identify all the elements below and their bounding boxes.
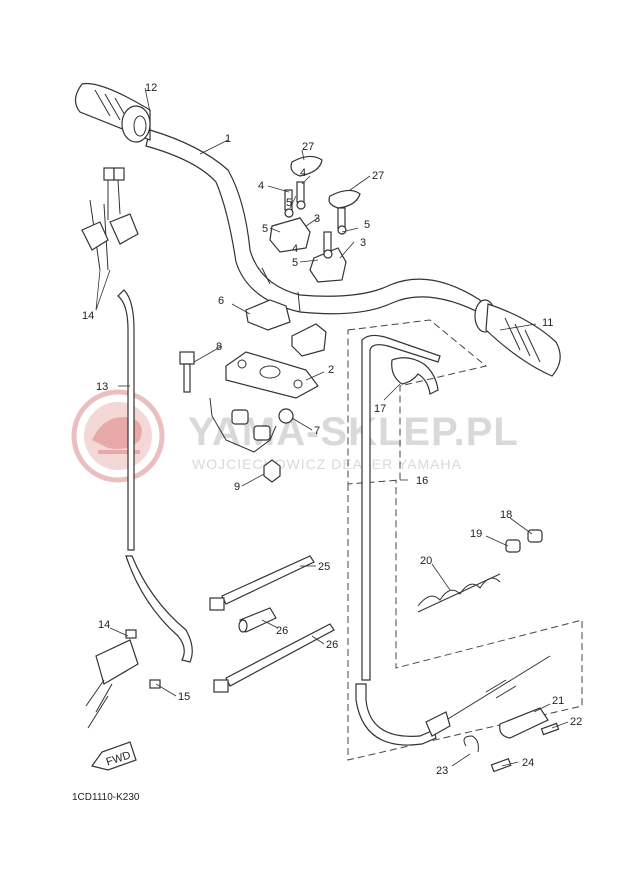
throttle-cable [81, 167, 193, 729]
clamp-20 [499, 707, 549, 739]
bolt-8 [179, 351, 195, 393]
callout-18: 19 [470, 528, 482, 540]
cable-tie-24 [209, 555, 315, 611]
leader-lines [95, 87, 569, 767]
inner-cable [429, 655, 551, 731]
nut-7 [278, 408, 294, 424]
bolt-23 [490, 757, 512, 773]
left-grip [74, 82, 151, 143]
callout-4-a: 4 [258, 180, 264, 192]
throttle-housing [391, 357, 439, 395]
callout-3-b: 3 [360, 237, 366, 249]
callout-8: 8 [216, 341, 222, 353]
callout-11: 12 [145, 82, 157, 94]
callout-3-a: 3 [314, 213, 320, 225]
callout-labels: 12 1 27 27 4 4 5 3 5 4 5 5 3 6 2 8 7 9 1… [82, 82, 582, 777]
callout-5-c: 5 [364, 219, 370, 231]
clip-22 [463, 735, 479, 753]
callout-7: 7 [314, 425, 320, 437]
watermark-subtext: WOJCIECHOWICZ DEALER YAMAHA [192, 456, 462, 472]
callout-4-c: 4 [292, 243, 298, 255]
callout-13: 14 [82, 310, 94, 322]
callout-23: 24 [522, 757, 534, 769]
cap-right [328, 189, 361, 209]
diagram-code: 1CD1110-K230 [72, 792, 140, 803]
lower-holders [245, 299, 327, 357]
spring-19 [417, 573, 501, 613]
handlebar-bracket [209, 351, 319, 453]
stopper-18 [505, 539, 521, 553]
callout-27-b: 27 [372, 170, 384, 182]
callout-5-b: 5 [262, 223, 268, 235]
callout-22: 23 [436, 765, 448, 777]
callout-2: 2 [328, 364, 334, 376]
fwd-arrow-icon: FWD [90, 741, 137, 771]
callout-24: 25 [318, 561, 330, 573]
bolt-21 [540, 722, 560, 736]
callout-27-a: 27 [302, 141, 314, 153]
callout-26: 26 [326, 639, 338, 651]
callout-1: 1 [225, 133, 231, 145]
cable-15 [355, 334, 441, 746]
callout-5-d: 5 [292, 257, 298, 269]
callout-4-b: 4 [300, 167, 306, 179]
right-grip [474, 299, 561, 377]
watermark-logo-icon [71, 389, 165, 483]
callout-17: 18 [500, 509, 512, 521]
callout-6: 6 [218, 295, 224, 307]
callout-10: 11 [542, 317, 553, 329]
callout-25: 26 [276, 625, 288, 637]
callout-5-a: 5 [286, 197, 292, 209]
cap-left [290, 155, 323, 177]
upper-holders [269, 181, 347, 283]
callout-20: 21 [552, 695, 564, 707]
callout-14-a: 14 [98, 619, 110, 631]
callout-9: 9 [234, 481, 240, 493]
stopper-17 [527, 529, 543, 543]
nut-9 [263, 459, 281, 483]
callout-14-b: 15 [178, 691, 190, 703]
callout-21: 22 [570, 716, 582, 728]
callout-15: 16 [416, 475, 428, 487]
callout-16: 17 [374, 403, 386, 415]
collar-25 [238, 607, 277, 633]
callout-19: 20 [420, 555, 432, 567]
callout-12: 13 [96, 381, 108, 393]
cable-tie-26 [213, 623, 335, 693]
